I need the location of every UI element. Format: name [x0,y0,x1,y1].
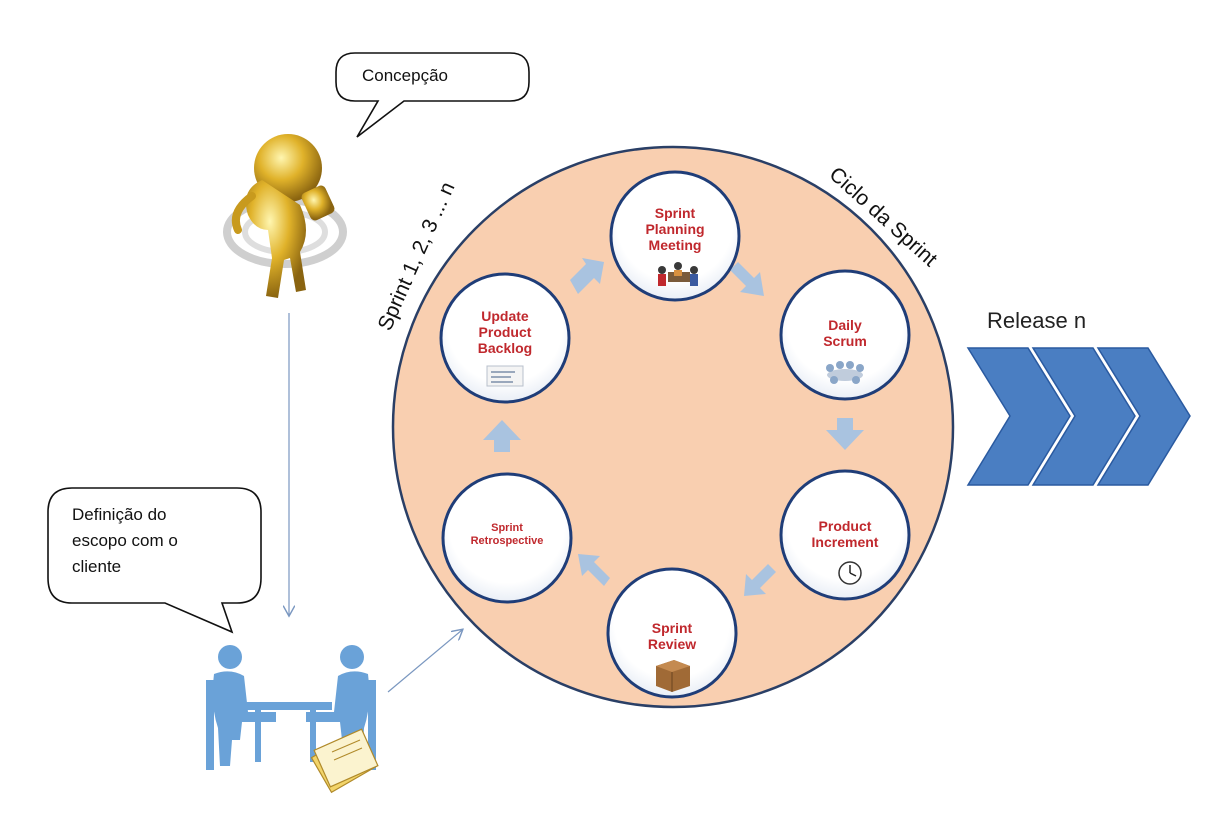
node-sprint-retrospective [441,472,573,604]
node-product-increment [779,469,911,601]
bubble-definicao-line-2: escopo com o [72,531,178,550]
cycle-arrow-daily-to-increment [826,418,864,450]
node-daily-scrum [779,269,911,401]
bubble-definicao-line-1: Definição do [72,505,167,524]
cycle-arrow-review-to-retrospective [578,554,610,586]
document-icon [310,728,379,794]
release-chevron-2 [1031,347,1136,486]
release-chevron-1 [966,347,1071,486]
node-sprint-review [606,567,738,699]
meeting-people-icon [206,645,376,770]
bubble-concepcao-text: Concepção [362,66,449,85]
lightbulb-figure-icon [223,134,347,298]
clock-icon [838,561,862,585]
team-planning-icon [658,262,698,286]
bubble-definicao-text: Definição do escopo com o cliente [72,502,242,580]
node-update-backlog [439,272,571,404]
cycle-arrow-retrospective-to-backlog [483,420,521,452]
flow-line-diagonal [387,630,462,693]
release-chevron-3 [1096,347,1191,486]
cycle-arrow-backlog-to-planning [570,258,604,294]
bubble-definicao-line-3: cliente [72,557,122,576]
speech-bubble-concepcao [335,52,530,138]
release-label: Release n [987,308,1087,333]
backlog-list-icon [486,365,524,387]
node-sprint-planning [609,170,741,302]
cycle-arrow-planning-to-daily [730,262,764,296]
team-meeting-icon [826,361,864,384]
package-box-icon [656,660,690,692]
cycle-arrow-increment-to-review [744,564,776,596]
cycle-arrows [483,258,864,596]
release-chevrons [966,347,1191,486]
speech-bubble-definicao [47,487,262,634]
